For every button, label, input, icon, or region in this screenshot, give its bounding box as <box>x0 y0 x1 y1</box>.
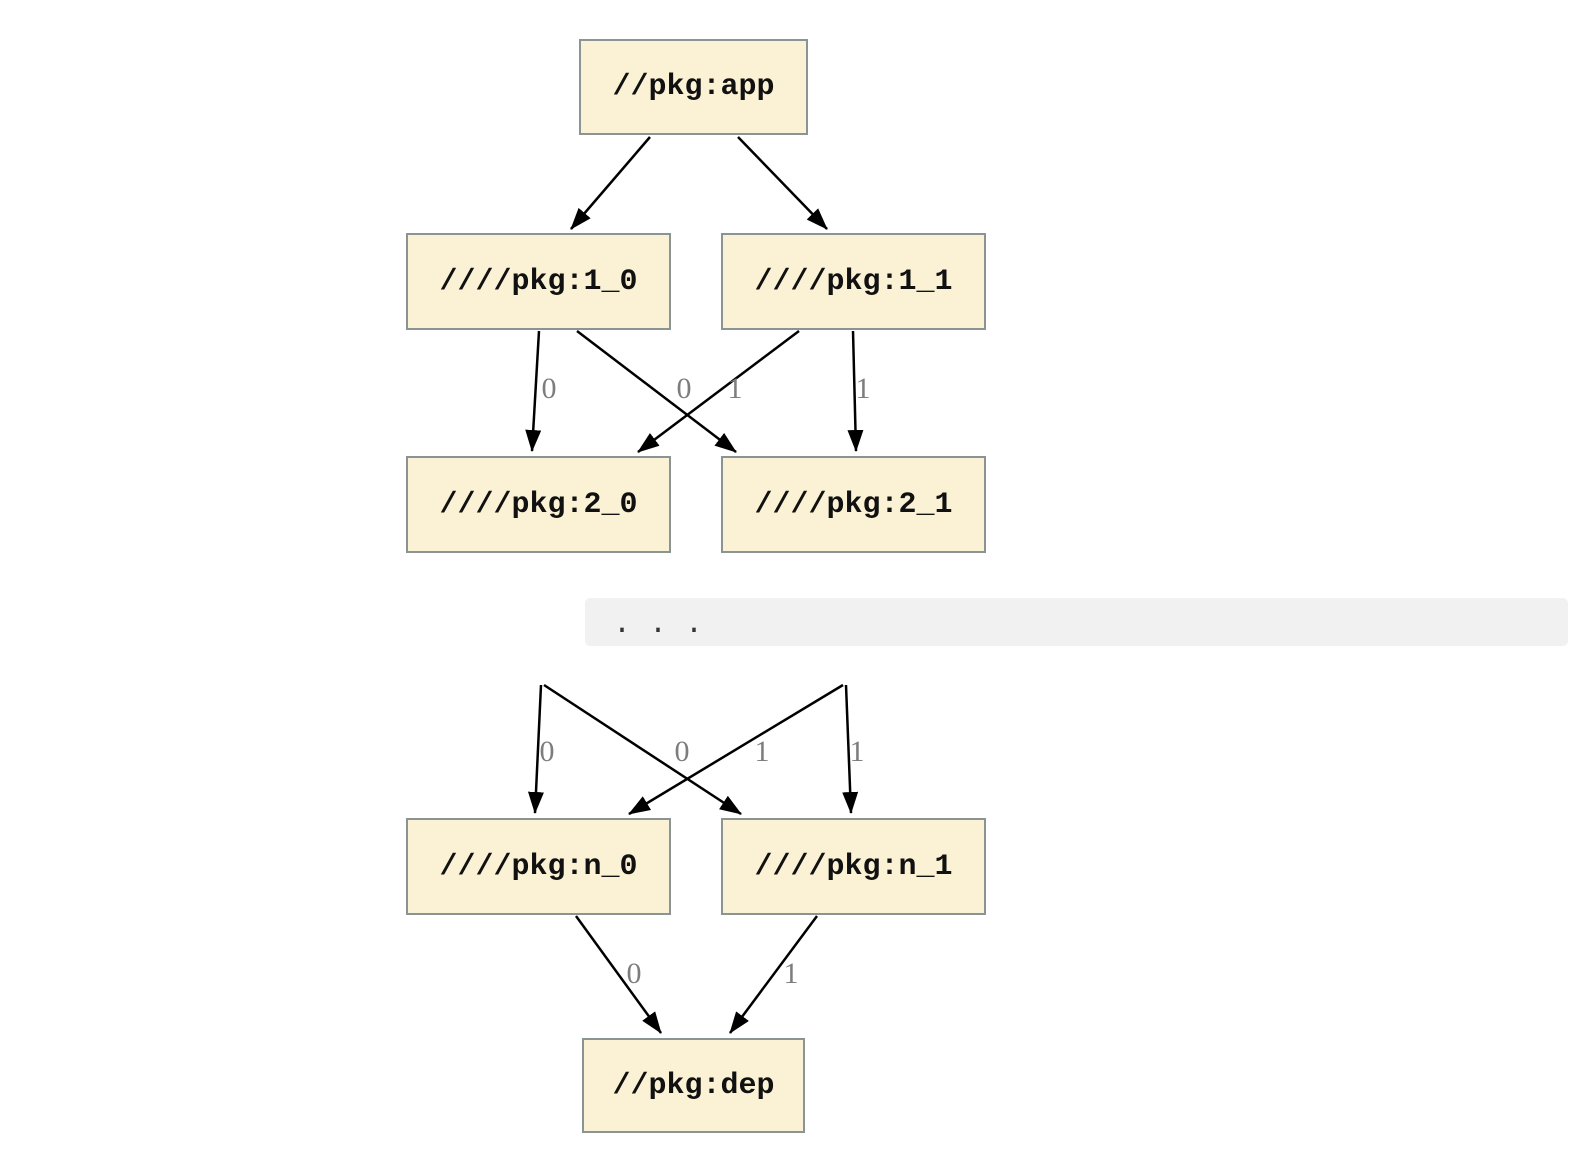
edge-label-n-1-to-dep: 1 <box>783 957 799 990</box>
edge-label-n-0-to-dep: 0 <box>626 957 642 990</box>
node-pkg-n-0: ////pkg:n_0 <box>406 818 671 915</box>
node-pkg-1-0: ////pkg:1_0 <box>406 233 671 330</box>
node-pkg-n-1-label: ////pkg:n_1 <box>754 849 953 884</box>
edge-label-elided-left-to-n-1: 1 <box>754 735 770 768</box>
edge-1-0-to-2-0 <box>525 330 542 452</box>
edge-label-elided-right-to-n-1: 1 <box>849 735 865 768</box>
node-pkg-2-1-label: ////pkg:2_1 <box>754 487 953 522</box>
edge-label-elided-right-to-n-0: 0 <box>674 735 690 768</box>
node-pkg-1-0-label: ////pkg:1_0 <box>439 264 638 299</box>
edge-app-to-1-1 <box>737 136 828 230</box>
edge-elided-right-to-n-0 <box>628 683 844 816</box>
node-pkg-1-1-label: ////pkg:1_1 <box>754 264 953 299</box>
edge-app-to-1-0 <box>570 136 651 230</box>
edge-n-0-to-dep <box>574 915 663 1034</box>
edge-n-1-to-dep <box>728 915 819 1034</box>
edge-label-1-1-to-2-1: 1 <box>855 372 871 405</box>
node-pkg-dep: //pkg:dep <box>582 1038 805 1133</box>
edge-label-elided-left-to-n-0: 0 <box>539 735 555 768</box>
edge-elided-left-to-n-0 <box>527 684 544 814</box>
node-pkg-1-1: ////pkg:1_1 <box>721 233 986 330</box>
edge-label-1-1-to-2-0: 0 <box>676 372 692 405</box>
elided-levels-bar: . . . <box>585 598 1568 646</box>
node-pkg-2-0-label: ////pkg:2_0 <box>439 487 638 522</box>
node-pkg-2-1: ////pkg:2_1 <box>721 456 986 553</box>
edge-1-1-to-2-0 <box>637 330 800 453</box>
edge-elided-left-to-n-1 <box>543 683 742 816</box>
edge-1-1-to-2-1 <box>847 330 864 452</box>
node-pkg-app-label: //pkg:app <box>612 70 775 104</box>
edge-1-0-to-2-1 <box>576 330 737 453</box>
node-pkg-dep-label: //pkg:dep <box>612 1068 775 1103</box>
node-pkg-app: //pkg:app <box>579 39 808 135</box>
node-pkg-n-0-label: ////pkg:n_0 <box>439 849 638 884</box>
edge-elided-right-to-n-1 <box>842 684 859 814</box>
node-pkg-n-1: ////pkg:n_1 <box>721 818 986 915</box>
edge-label-1-0-to-2-0: 0 <box>541 372 557 405</box>
edge-label-1-0-to-2-1: 1 <box>727 372 743 405</box>
node-pkg-2-0: ////pkg:2_0 <box>406 456 671 553</box>
